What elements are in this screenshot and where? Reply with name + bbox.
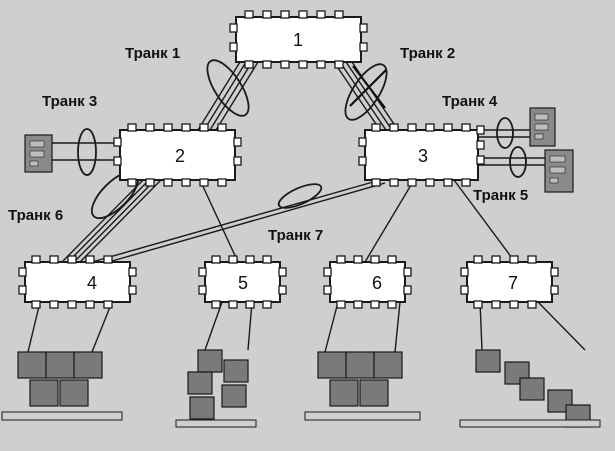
trunk-2-label: Транк 2: [400, 45, 455, 62]
switch-1-label: 1: [293, 30, 303, 50]
trunk-7-label: Транк 7: [268, 227, 323, 244]
workstations-group-5: [175, 349, 257, 428]
server-icon-left: [24, 134, 53, 173]
switch-2-label: 2: [175, 146, 185, 166]
trunk-1-label: Транк 1: [125, 45, 180, 62]
switch-4: 4: [18, 255, 137, 309]
server-icon-right-top: [529, 107, 556, 147]
trunk-7-lines: [91, 179, 386, 266]
trunk-4-ellipse: [496, 117, 514, 149]
trunk-5-lines: [478, 157, 545, 166]
trunk-5-ellipse: [509, 146, 527, 178]
trunk-2-blocked-cross: [349, 65, 387, 109]
switch-1: 1: [229, 10, 368, 69]
trunk-3-ellipse: [77, 128, 97, 176]
trunk-1-ellipse: [206, 59, 250, 117]
server-icon-right-bottom: [544, 149, 574, 193]
trunk-4-lines: [478, 129, 530, 138]
switch-7: 7: [460, 255, 559, 309]
switch-3: 3: [358, 123, 485, 187]
switch-6-label: 6: [372, 273, 382, 293]
switch-5-label: 5: [238, 273, 248, 293]
trunk-5-label: Транк 5: [473, 187, 528, 204]
trunk-4-label: Транк 4: [442, 93, 498, 110]
trunk-3-label: Транк 3: [42, 93, 97, 110]
access-links: [27, 179, 586, 353]
workstations-group-4: [1, 351, 123, 421]
trunk-7-ellipse: [277, 183, 323, 209]
switch-6: 6: [323, 255, 412, 309]
trunk-3-lines: [52, 142, 120, 161]
trunk-6-lines: [61, 179, 162, 263]
switch-5: 5: [198, 255, 287, 309]
switch-3-label: 3: [418, 146, 428, 166]
switch-4-label: 4: [87, 273, 97, 293]
switch-2: 2: [113, 123, 242, 187]
workstations-group-6: [304, 351, 421, 421]
trunk-1-lines: [197, 61, 259, 131]
switch-7-label: 7: [508, 273, 518, 293]
trunk-6-label: Транк 6: [8, 207, 63, 224]
trunk-2-lines: [333, 61, 399, 131]
workstations-group-7: [459, 349, 601, 428]
